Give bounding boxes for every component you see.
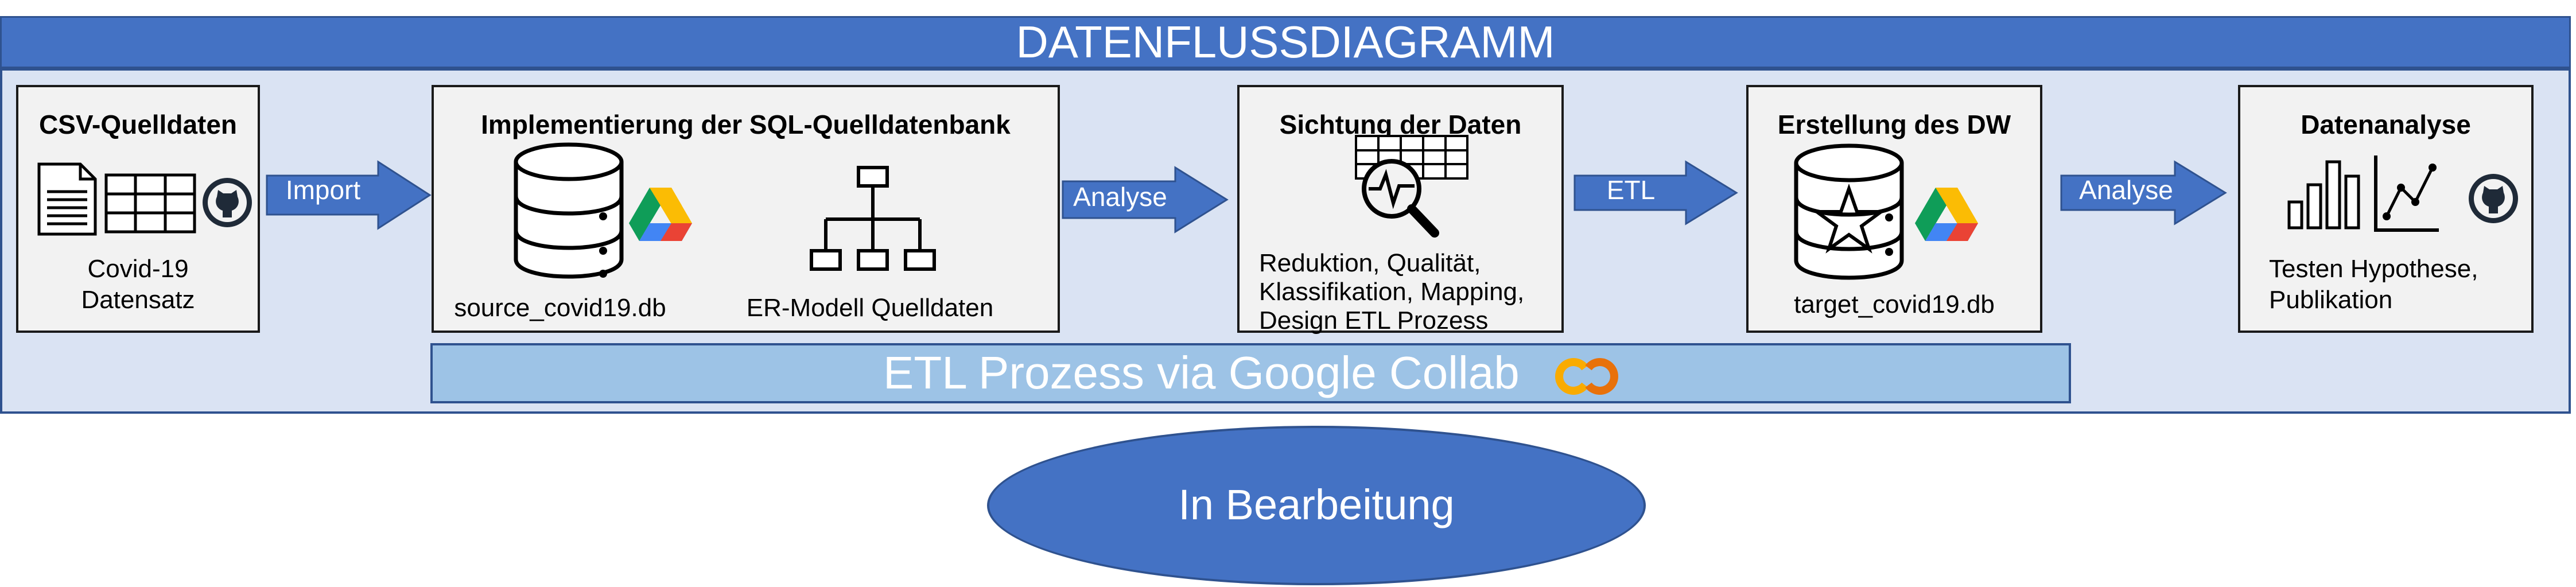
arrow-etl bbox=[1573, 160, 1738, 226]
box-title-csv: CSV-Quelldaten bbox=[38, 110, 238, 139]
arrow-analyse-2 bbox=[2060, 160, 2227, 226]
box-title-dw: Erstellung des DW bbox=[1777, 110, 2011, 139]
data-inspection-icon bbox=[1355, 135, 1468, 238]
google-drive-icon-dw bbox=[1915, 188, 1978, 241]
box-title-sql: Implementierung der SQL-Quelldatenbank bbox=[481, 110, 1011, 139]
arrow-label-etl: ETL bbox=[1606, 175, 1656, 205]
box-datenanalyse: Datenanalyse Testen Hypothese, Publikati… bbox=[2238, 85, 2534, 333]
caption-analyse-2: Publikation bbox=[2269, 286, 2393, 314]
box-title-sichtung: Sichtung der Daten bbox=[1279, 110, 1522, 139]
arrow-label-import: Import bbox=[285, 175, 361, 205]
github-icon-analyse bbox=[2469, 174, 2518, 223]
database-icon bbox=[514, 142, 624, 279]
caption-er-modell: ER-Modell Quelldaten bbox=[746, 294, 994, 322]
box-sql-quelldatenbank: Implementierung der SQL-Quelldatenbank bbox=[432, 85, 1060, 333]
er-hierarchy-icon bbox=[810, 166, 936, 271]
arrow-analyse-1 bbox=[1062, 166, 1229, 234]
box-sichtung: Sichtung der Daten Reduktion, Qualität, … bbox=[1237, 85, 1564, 335]
table-icon bbox=[104, 173, 196, 234]
caption-sichtung-3: Design ETL Prozess bbox=[1259, 306, 1489, 335]
bar-chart-icon bbox=[2287, 160, 2360, 230]
google-drive-icon bbox=[629, 188, 692, 241]
caption-target-db: target_covid19.db bbox=[1794, 290, 1995, 318]
caption-analyse-1: Testen Hypothese, bbox=[2269, 255, 2478, 283]
arrow-import bbox=[266, 160, 432, 230]
google-colab-icon bbox=[1555, 357, 1618, 395]
box-csv-quelldaten: CSV-Quelldaten Covid-19 Datensatz bbox=[16, 85, 260, 333]
caption-csv-2: Datensatz bbox=[81, 286, 195, 314]
box-erstellung-dw: Erstellung des DW target_covid19.db bbox=[1746, 85, 2042, 333]
box-title-analyse: Datenanalyse bbox=[2301, 110, 2471, 139]
star-database-icon bbox=[1794, 143, 1904, 280]
caption-sichtung-2: Klassifikation, Mapping, bbox=[1259, 278, 1525, 306]
arrow-label-analyse-1: Analyse bbox=[1073, 182, 1167, 212]
etl-process-bar: ETL Prozess via Google Collab bbox=[430, 343, 2071, 403]
caption-sichtung-1: Reduktion, Qualität, bbox=[1259, 249, 1481, 277]
status-in-bearbeitung: In Bearbeitung bbox=[987, 426, 1646, 585]
github-icon bbox=[203, 178, 252, 227]
arrow-label-analyse-2: Analyse bbox=[2079, 175, 2173, 205]
etl-bar-label: ETL Prozess via Google Collab bbox=[883, 347, 1520, 398]
line-chart-icon bbox=[2374, 156, 2439, 232]
diagram-title: DATENFLUSSDIAGRAMM bbox=[0, 16, 2571, 68]
document-icon bbox=[37, 162, 97, 236]
caption-csv-1: Covid-19 bbox=[87, 255, 189, 283]
caption-source-db: source_covid19.db bbox=[454, 294, 666, 322]
